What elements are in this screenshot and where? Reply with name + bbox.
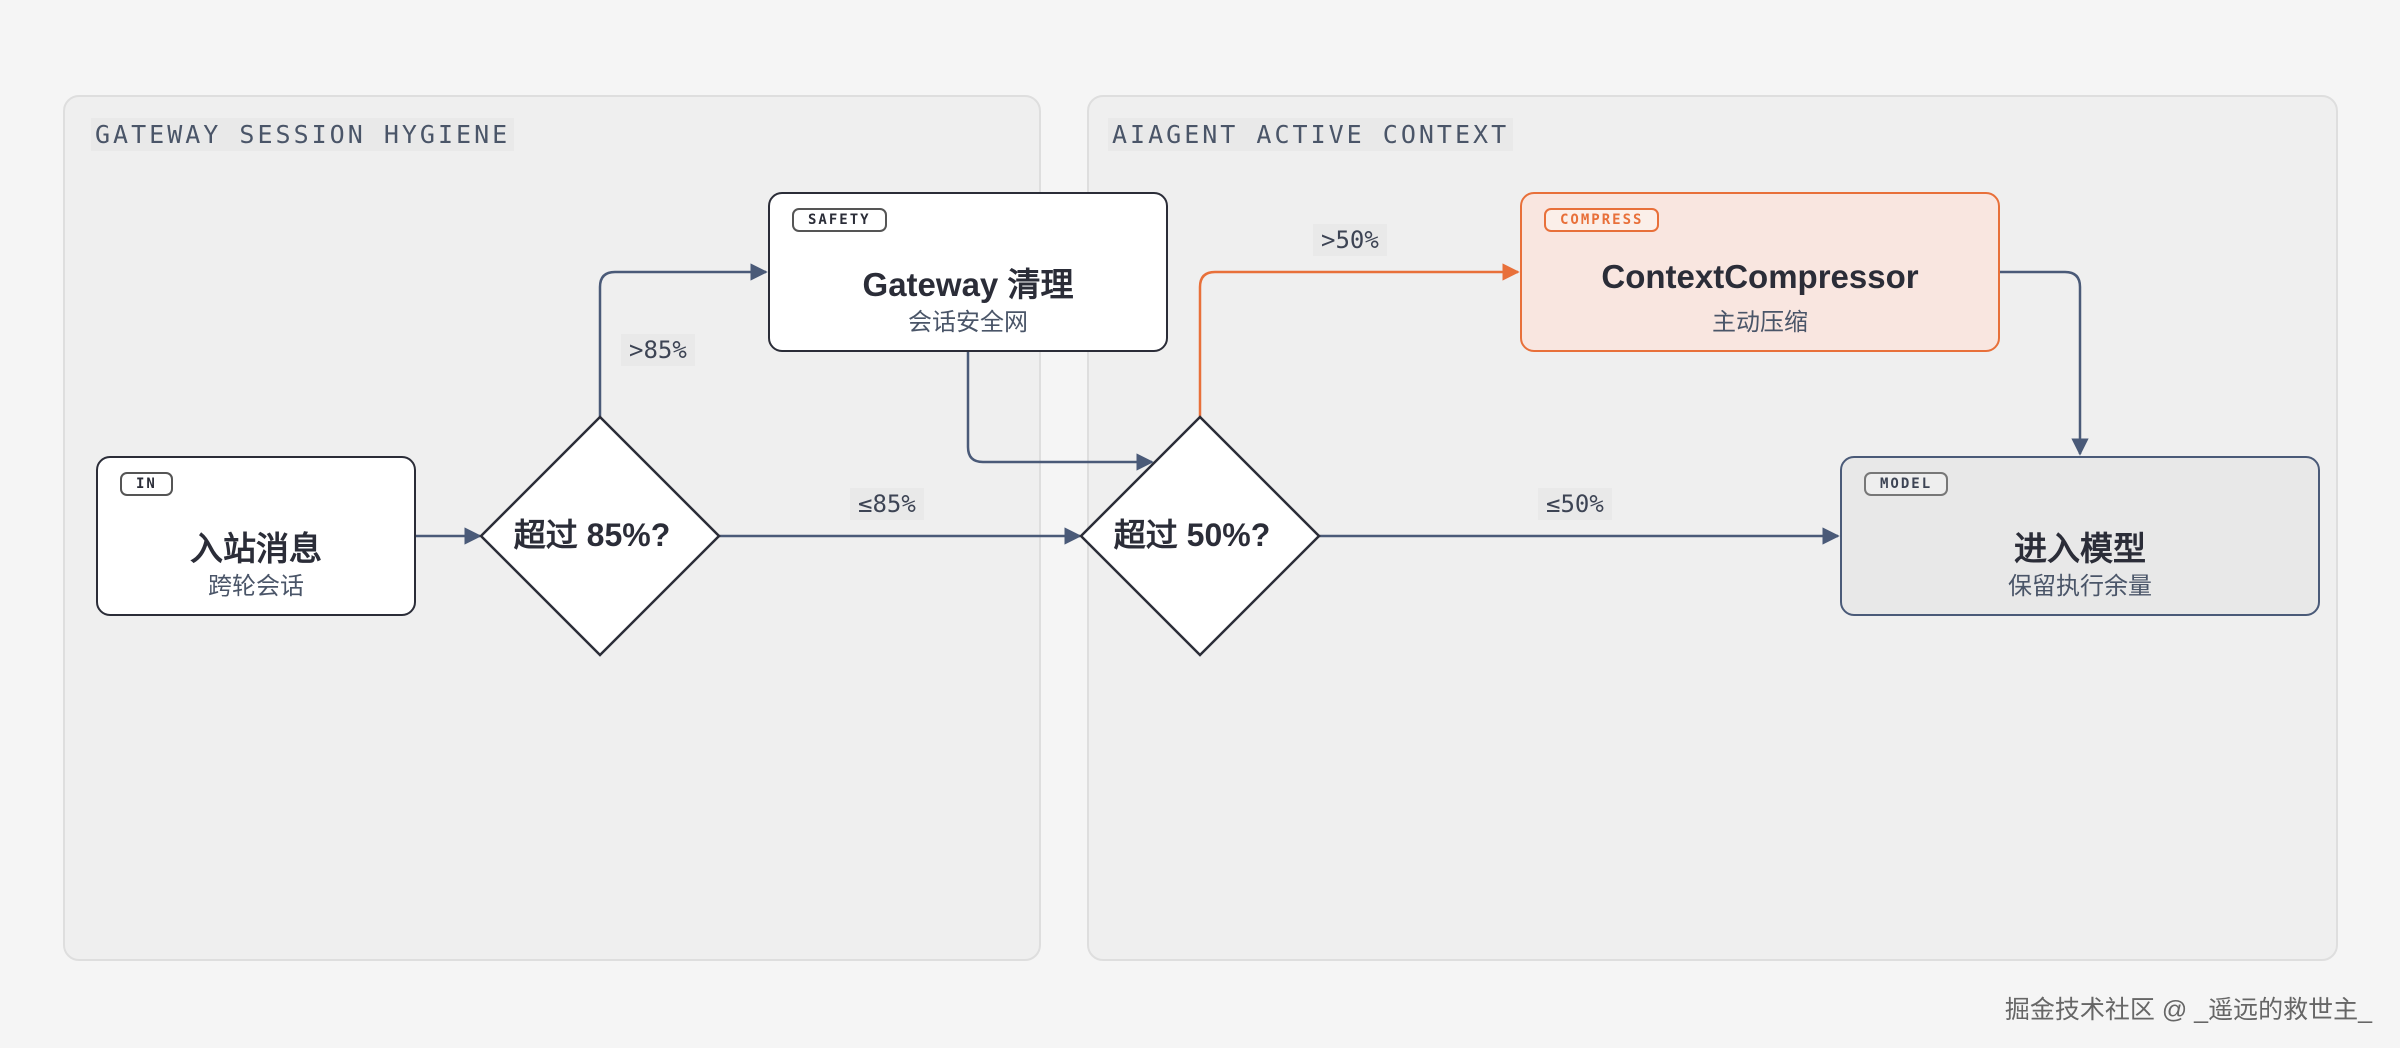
decision-50-diamond [1079, 415, 1321, 657]
gateway-panel-title: GATEWAY SESSION HYGIENE [91, 118, 515, 151]
edge-label-le85: ≤85% [850, 488, 924, 520]
compressor-subtitle: 主动压缩 [1712, 309, 1808, 336]
model-badge: MODEL [1864, 472, 1949, 496]
inbound-subtitle: 跨轮会话 [208, 573, 304, 600]
agent-panel-title: AIAGENT ACTIVE CONTEXT [1108, 118, 1514, 151]
decision-85-label: 超过 85%? [513, 517, 671, 553]
in-badge: IN [120, 472, 173, 496]
watermark-text: 掘金技术社区 @ _遥远的救世主_ [2004, 996, 2372, 1024]
inbound-message-node: IN 入站消息 跨轮会话 [96, 456, 416, 616]
model-subtitle: 保留执行余量 [2008, 573, 2152, 600]
edge-compressor-to-model [2000, 270, 2089, 456]
gateway-cleanup-node: SAFETY Gateway 清理 会话安全网 [768, 192, 1168, 352]
model-title: 进入模型 [2014, 530, 2146, 567]
edge-d85-to-gateway [598, 263, 768, 417]
gateway-subtitle: 会话安全网 [908, 309, 1028, 336]
compressor-title: ContextCompressor [1601, 258, 1919, 295]
edge-gateway-to-d50 [966, 352, 1154, 471]
compress-badge: COMPRESS [1544, 208, 1660, 232]
edge-label-le50: ≤50% [1538, 488, 1612, 520]
decision-50-label: 超过 50%? [1113, 517, 1271, 553]
context-compressor-node: COMPRESS ContextCompressor 主动压缩 [1520, 192, 2000, 352]
decision-85-diamond [479, 415, 721, 657]
safety-badge: SAFETY [792, 208, 887, 232]
edge-label-gt85: >85% [621, 334, 695, 366]
edge-label-gt50: >50% [1313, 224, 1387, 256]
edge-d50-to-compressor [1198, 263, 1520, 417]
inbound-title: 入站消息 [190, 530, 322, 567]
gateway-title: Gateway 清理 [862, 266, 1074, 303]
model-node: MODEL 进入模型 保留执行余量 [1840, 456, 2320, 616]
